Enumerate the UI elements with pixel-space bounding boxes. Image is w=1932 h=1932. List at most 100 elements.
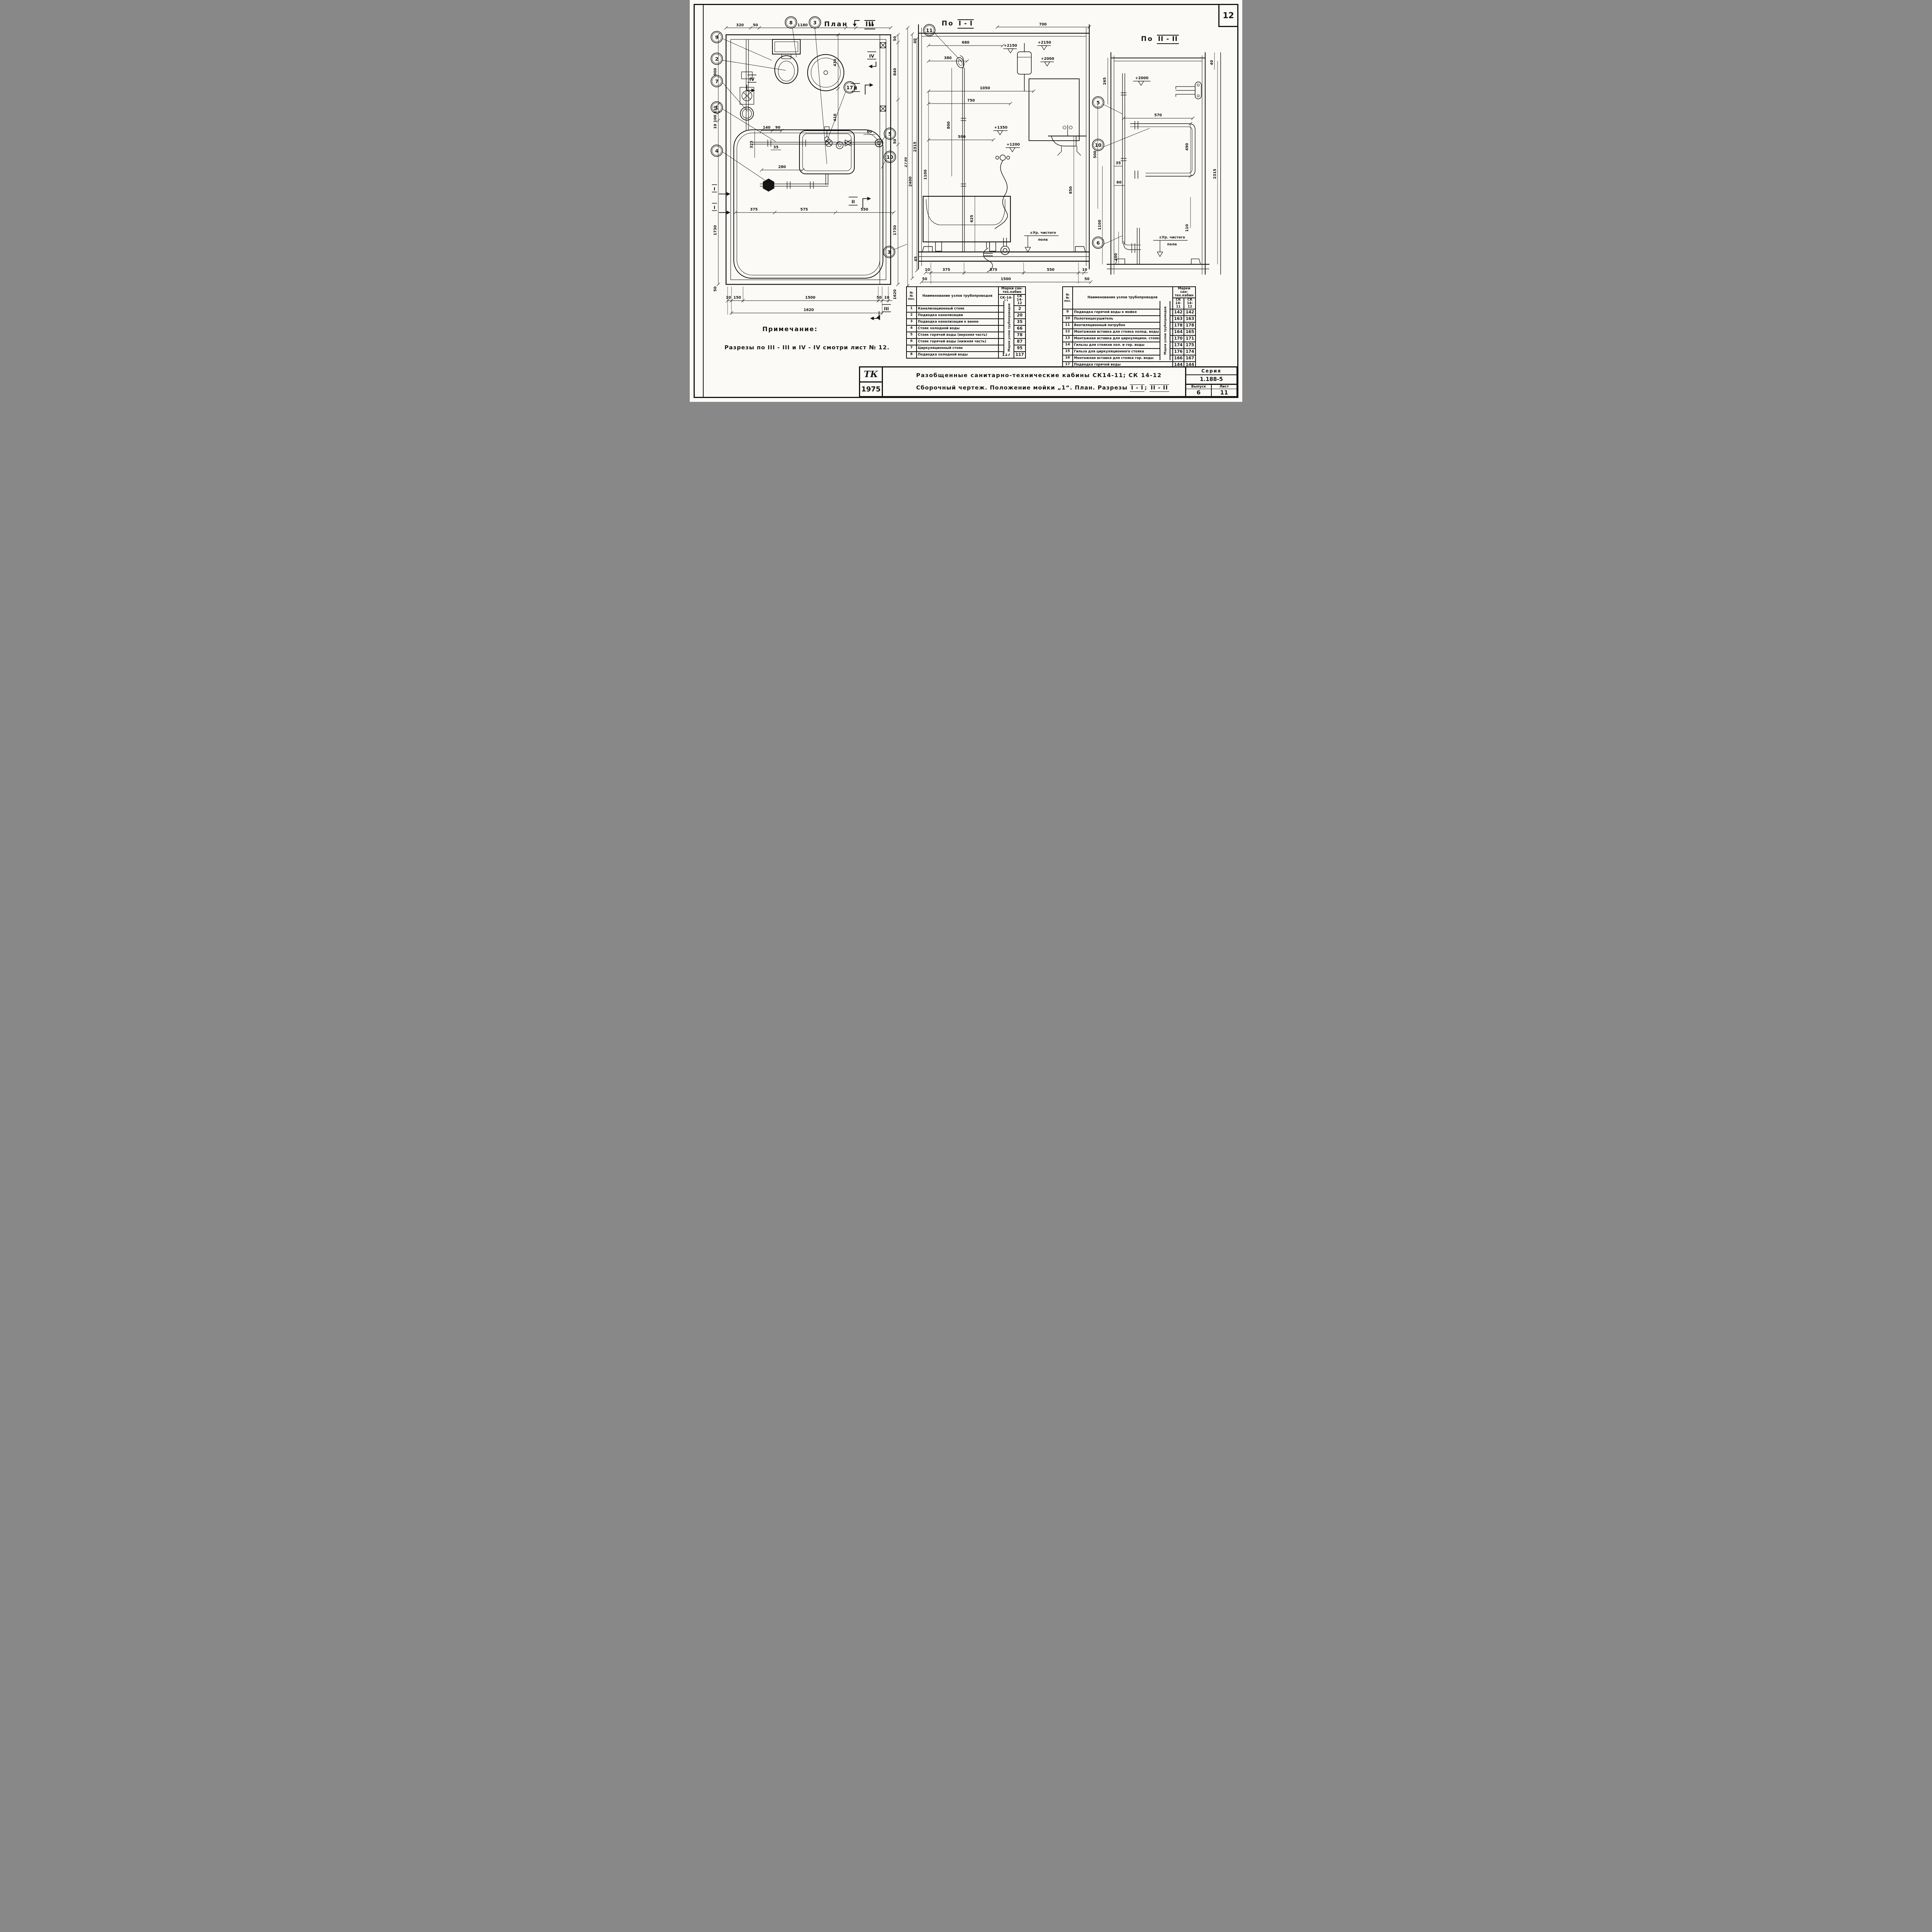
section1-view-label: По I - I — [942, 19, 974, 29]
dim: 1500 — [1001, 277, 1011, 281]
sheet-number: 12 — [1223, 11, 1234, 20]
dim: 575 — [990, 268, 997, 272]
mixer-and-hose — [995, 155, 1010, 229]
sink-bowl-plan — [807, 54, 844, 91]
title-line2-sec2: II - II — [1150, 384, 1169, 392]
cell-pos: 5 — [906, 331, 917, 339]
table-left-strip: Марки узлов трубопроводов — [1003, 301, 1014, 354]
cell-v1: 163 — [1172, 315, 1185, 323]
cell-name: Гильза для циркуляционного стояка — [1072, 348, 1173, 355]
col-header-marks: Марки сан-тех.кабин — [1172, 286, 1196, 298]
cell-v1: 174 — [1172, 341, 1185, 349]
dim: 150 — [733, 296, 741, 300]
dim: 35 — [1116, 161, 1121, 165]
callout: 2 — [715, 56, 719, 62]
plan-section-ref: III — [864, 20, 875, 29]
dim: +2150 — [1038, 41, 1051, 45]
cell-pos: 4 — [906, 325, 917, 332]
col-header-v1: СК 14-11 — [1172, 297, 1185, 310]
dim: 375 — [942, 268, 950, 272]
cell-pos: 12 — [1062, 328, 1073, 336]
dim: 10 — [884, 296, 889, 300]
toilet-plan — [772, 39, 801, 84]
dim: 10 — [713, 124, 718, 129]
section-marker-I-b: I — [712, 203, 731, 214]
dim: 50 — [893, 36, 897, 41]
dim: 400 — [1114, 253, 1118, 261]
section-marker-III-bottom: III — [870, 304, 891, 320]
level-marks-section1: +2150 +2150 +2000 +1350 +1200 ±Ур. чисто… — [993, 41, 1059, 253]
section2-structure — [1106, 52, 1221, 275]
bathtub-plan — [733, 129, 883, 279]
floor-level-label: ±Ур. чистого — [1159, 236, 1185, 240]
note-text: Разрезы по III - III и IV - IV смотри ли… — [724, 345, 890, 351]
section-marker-I-a: I — [712, 184, 731, 196]
cell-v1: 178 — [1172, 321, 1185, 329]
cell-name: Канализационный стояк — [916, 305, 999, 313]
dim: 800 — [947, 121, 951, 129]
section2-dimensions: 265 570 40 500 35 60 490 2315 110 1100 4… — [1093, 52, 1218, 265]
dim: 375 — [750, 207, 758, 212]
cell-pos: 10 — [1062, 315, 1073, 323]
dim: +1350 — [994, 126, 1008, 130]
title-block-logo: ТК 1975 — [860, 367, 883, 396]
sheet-label: Лист — [1212, 385, 1236, 389]
cell-v2: 165 — [1184, 328, 1196, 336]
callout: 4 — [715, 148, 719, 154]
drawing-title-line1: Разобщенные санитарно-технические кабины… — [916, 372, 1162, 379]
dim: 90 — [775, 126, 781, 130]
cell-pos: 6 — [906, 338, 917, 345]
col-header-name: Наименование узлов трубопроводов — [1072, 286, 1173, 310]
duct-panel — [1029, 78, 1080, 141]
dim: +2000 — [1041, 57, 1054, 61]
dim: 840 — [893, 68, 897, 76]
dim: 430 — [833, 59, 837, 66]
callout: 3 — [888, 249, 891, 255]
plan-label-text: План — [824, 20, 848, 28]
cell-v1: 170 — [1172, 335, 1185, 342]
dim: 10 — [1082, 268, 1087, 272]
cell-name: Монтажная вставка для стояка гор. воды — [1072, 354, 1173, 362]
floor-level-label: пола — [1167, 243, 1177, 247]
callout: 11 — [926, 27, 932, 33]
dim: 110 — [713, 106, 718, 114]
cell-pos: 1 — [906, 305, 917, 313]
dim: 140 — [763, 126, 770, 130]
cell-name: Подводка холодной воды — [916, 351, 999, 359]
marker-label: III — [884, 306, 889, 311]
dim: 575 — [800, 207, 808, 212]
col-header-pos: №№ поз. — [906, 286, 917, 306]
dim: 265 — [1103, 77, 1107, 85]
col-header-pos: №№ поз. — [1062, 286, 1073, 310]
dim: 60 — [867, 130, 872, 134]
overall-height-dims: 2730 2400 2315 — [905, 26, 919, 288]
cell-pos: 9 — [1062, 308, 1073, 316]
cell-v2: 163 — [1184, 315, 1196, 323]
dim: 700 — [1039, 22, 1047, 27]
section-marker-IV-a: IV — [747, 75, 757, 92]
title-block-text: Разобщенные санитарно-технические кабины… — [883, 367, 1185, 396]
dim: 2315 — [913, 142, 917, 152]
dim: 50 — [922, 277, 927, 281]
dim: 280 — [778, 165, 786, 169]
section1-drawing: +2150 +2150 +2000 +1350 +1200 ±Ур. чисто… — [913, 22, 1093, 284]
cell-v2: 117 — [1014, 351, 1026, 359]
dim: 570 — [1154, 113, 1162, 117]
cell-v2: 175 — [1184, 341, 1196, 349]
dim: 45 — [914, 256, 918, 261]
cell-pos: 15 — [1062, 348, 1073, 355]
callout: 10 — [886, 154, 893, 160]
dim: 1730 — [713, 225, 718, 235]
dim: 100 — [713, 115, 718, 122]
cell-pos: 7 — [906, 344, 917, 352]
dim: 625 — [970, 215, 974, 223]
dim: 410 — [833, 114, 837, 121]
cell-name: Монтажная вставка для стояка холод. воды — [1072, 328, 1173, 336]
table-right-strip: Марки узлов трубопроводов — [1160, 301, 1170, 360]
